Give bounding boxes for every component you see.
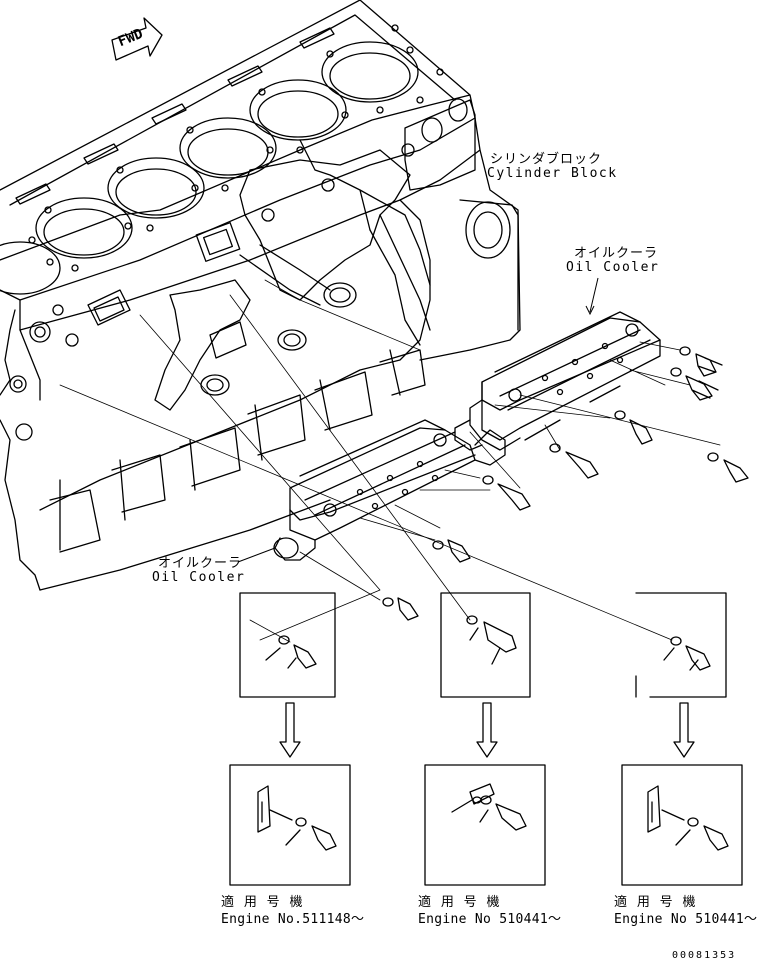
down-arrow-icon: [476, 702, 498, 758]
cylinder-bores: [0, 41, 419, 295]
deck-slots: [15, 27, 335, 205]
oil-cooler-upper-label-en: Oil Cooler: [566, 260, 660, 275]
applicability-2-engine-no: Engine No 510441～: [418, 912, 562, 927]
deck-holes: [28, 24, 444, 272]
applicability-3-jp: 適 用 号 機: [614, 895, 697, 910]
cylinder-block: [0, 0, 521, 591]
down-arrow-icon: [279, 702, 301, 758]
detail-box-top-2: [440, 592, 531, 698]
down-arrow-icon: [673, 702, 695, 758]
applicability-1-jp: 適 用 号 機: [221, 895, 304, 910]
applicability-2-jp: 適 用 号 機: [418, 895, 501, 910]
cylinder-block-label-jp: シリンダブロック: [490, 152, 603, 167]
oil-cooler-lower-label-jp: オイルクーラ: [158, 556, 243, 571]
fwd-arrow-icon: [111, 17, 163, 61]
upper-cooler-fasteners: [482, 346, 749, 511]
oil-cooler-upper: [454, 311, 661, 451]
oil-cooler-lower-label-en: Oil Cooler: [152, 570, 246, 585]
detail-box-top-3: [635, 592, 727, 698]
detail-box-bottom-3: [621, 764, 743, 886]
lower-cooler-fasteners: [382, 539, 471, 621]
applicability-1-engine-no: Engine No.511148～: [221, 912, 365, 927]
drawing-number: 00081353: [672, 950, 737, 961]
applicability-3-engine-no: Engine No 510441～: [614, 912, 758, 927]
detail-box-bottom-1: [229, 764, 351, 886]
cylinder-block-label-en: Cylinder Block: [487, 166, 618, 181]
detail-box-bottom-2: [424, 764, 546, 886]
oil-cooler-upper-label-jp: オイルクーラ: [574, 246, 659, 261]
detail-box-top-1: [239, 592, 336, 698]
